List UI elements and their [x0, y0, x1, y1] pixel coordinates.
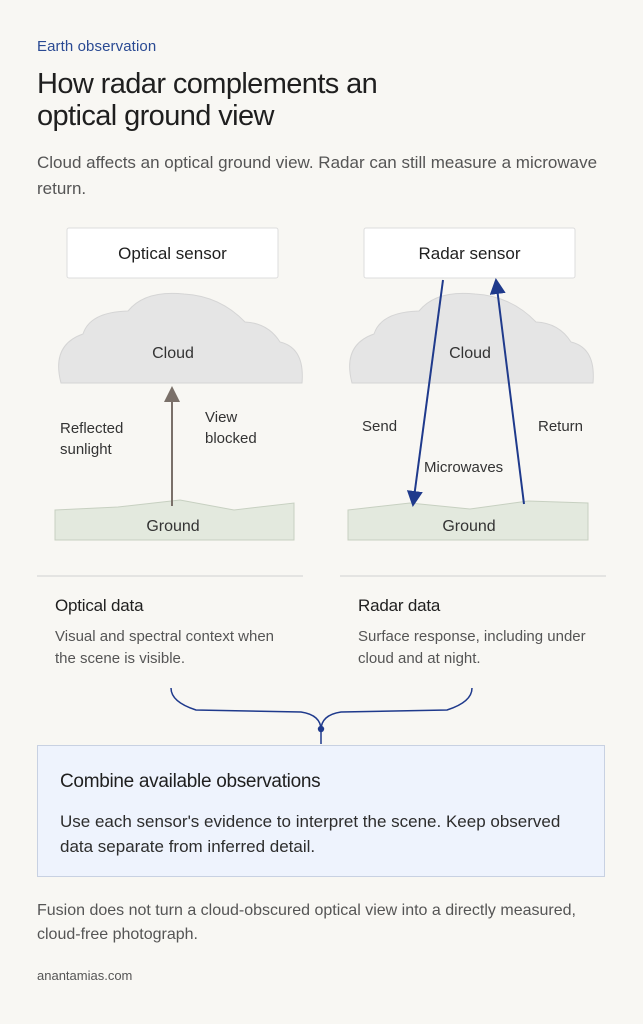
page-title: How radar complements an optical ground … [37, 68, 378, 132]
radar-data-text: Surface response, including under cloud … [358, 628, 586, 667]
optical-data-title: Optical data [55, 596, 144, 615]
radar-data-title: Radar data [358, 596, 441, 615]
radar-cloud-label: Cloud [449, 345, 491, 362]
radar-ground-label: Ground [442, 518, 495, 535]
radar-send-arrow [406, 279, 444, 507]
combine-title: Combine available observations [60, 771, 321, 792]
footer-site-link[interactable]: anantamias.com [37, 968, 133, 983]
optical-cloud-label: Cloud [152, 345, 194, 362]
optical-sensor-box [66, 227, 279, 279]
combine-box: Combine available observations Use each … [37, 745, 605, 877]
radar-sensor-box [363, 227, 576, 279]
combine-text: Use each sensor's evidence to interpret … [60, 812, 561, 856]
eyebrow: Earth observation [37, 38, 157, 55]
optical-ground-label: Ground [146, 518, 199, 535]
intro-text: Cloud affects an optical ground view. Ra… [37, 153, 598, 198]
radar-return-label: Return [538, 418, 583, 435]
footnote: Fusion does not turn a cloud-obscured op… [37, 902, 576, 943]
reflected-label-line-2: sunlight [60, 441, 113, 458]
optical-sensor-label: Optical sensor [118, 244, 227, 263]
merge-bracket-left [170, 687, 322, 744]
merge-dot-icon [317, 725, 325, 733]
blocked-label-line-2: blocked [205, 430, 257, 447]
reflected-label-line-1: Reflected [60, 420, 123, 437]
radar-cloud-icon [349, 292, 594, 384]
optical-data-text: Visual and spectral context when the sce… [55, 628, 275, 667]
radar-sensor-label: Radar sensor [418, 244, 520, 263]
optical-cloud-icon [58, 292, 303, 384]
radar-return-arrow [489, 278, 525, 505]
blocked-label-line-1: View [205, 409, 237, 426]
optical-ground-icon [54, 499, 295, 541]
radar-microwaves-label: Microwaves [424, 459, 503, 476]
radar-send-label: Send [362, 418, 397, 435]
merge-bracket-right [320, 687, 473, 731]
